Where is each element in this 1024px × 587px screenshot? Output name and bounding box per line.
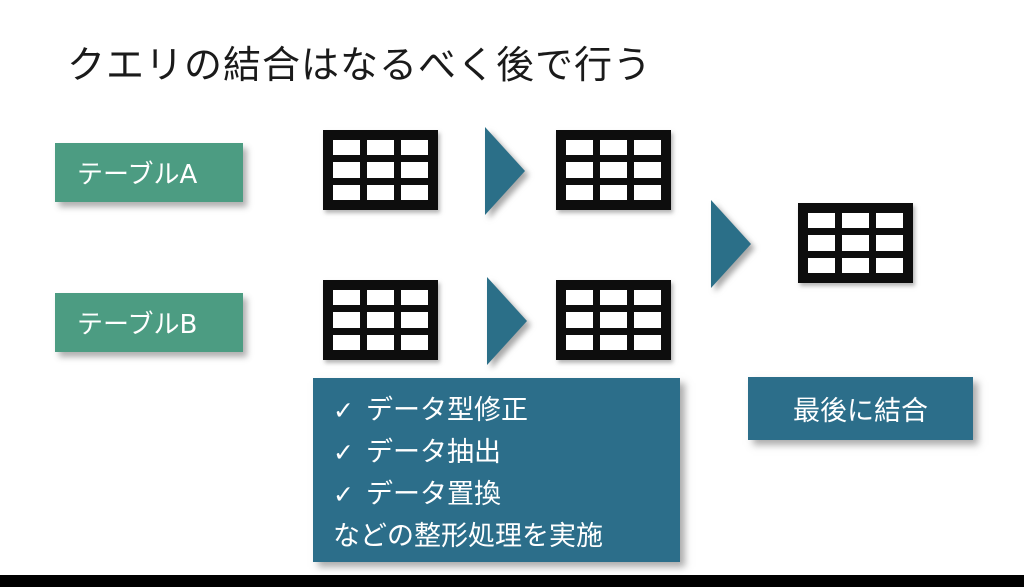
- table-cell: [808, 213, 835, 229]
- table-cell: [333, 334, 360, 350]
- table-cell: [401, 184, 428, 200]
- checklist-item-text: データ置換: [365, 479, 501, 510]
- table-cell: [367, 334, 394, 350]
- table-cell: [333, 184, 360, 200]
- checklist-footer: などの整形処理を実施: [333, 521, 603, 552]
- table-cell: [367, 184, 394, 200]
- table-cell: [876, 257, 903, 273]
- table-cell: [634, 140, 661, 156]
- table-a-label: テーブルA: [55, 143, 243, 202]
- table-cell: [401, 140, 428, 156]
- table-b-transform-arrow-icon: [487, 277, 527, 365]
- table-cell: [808, 257, 835, 273]
- table-cell: [808, 235, 835, 251]
- table-a-source-icon: [323, 130, 438, 210]
- table-cell: [842, 235, 869, 251]
- table-cell: [367, 140, 394, 156]
- merge-note-box: 最後に結合: [748, 377, 973, 440]
- table-cell: [634, 334, 661, 350]
- table-cell: [367, 290, 394, 306]
- page-title: クエリの結合はなるべく後で行う: [67, 43, 653, 87]
- table-cell: [600, 334, 627, 350]
- table-cell: [401, 312, 428, 328]
- table-cell: [600, 140, 627, 156]
- table-b-label-text: テーブルB: [77, 310, 198, 340]
- table-cell: [634, 312, 661, 328]
- table-cell: [634, 290, 661, 306]
- table-cell: [634, 162, 661, 178]
- table-cell: [333, 312, 360, 328]
- table-cell: [600, 290, 627, 306]
- table-cell: [367, 162, 394, 178]
- table-cell: [842, 257, 869, 273]
- table-cell: [600, 184, 627, 200]
- checkmark-icon: ✓: [333, 438, 354, 467]
- bottom-bar: [0, 575, 1024, 587]
- table-cell: [333, 290, 360, 306]
- table-b-transformed-icon: [556, 280, 671, 360]
- table-cell: [566, 334, 593, 350]
- table-cell: [600, 162, 627, 178]
- table-b-source-icon: [323, 280, 438, 360]
- checklist-item: ✓ データ型修正: [333, 390, 670, 432]
- table-cell: [634, 184, 661, 200]
- merge-note-text: 最後に結合: [793, 396, 928, 427]
- checklist-item: ✓ データ置換: [333, 474, 670, 516]
- table-cell: [566, 290, 593, 306]
- table-cell: [566, 140, 593, 156]
- table-cell: [333, 162, 360, 178]
- checklist-item-text: データ抽出: [365, 437, 501, 468]
- table-cell: [566, 162, 593, 178]
- table-a-label-text: テーブルA: [77, 160, 198, 190]
- table-a-transform-arrow-icon: [485, 127, 525, 215]
- table-cell: [367, 312, 394, 328]
- table-cell: [566, 184, 593, 200]
- table-cell: [842, 213, 869, 229]
- checklist-item-text: データ型修正: [365, 395, 528, 426]
- table-cell: [401, 334, 428, 350]
- table-cell: [566, 312, 593, 328]
- table-b-label: テーブルB: [55, 293, 243, 352]
- table-cell: [876, 213, 903, 229]
- table-cell: [401, 290, 428, 306]
- checklist-item: ✓ データ抽出: [333, 432, 670, 474]
- transform-checklist-box: ✓ データ型修正 ✓ データ抽出 ✓ データ置換 などの整形処理を実施: [313, 378, 680, 562]
- merged-table-icon: [798, 203, 913, 283]
- checkmark-icon: ✓: [333, 396, 354, 425]
- table-cell: [401, 162, 428, 178]
- checkmark-icon: ✓: [333, 480, 354, 509]
- merge-arrow-icon: [711, 200, 751, 288]
- table-cell: [876, 235, 903, 251]
- table-a-transformed-icon: [556, 130, 671, 210]
- table-cell: [600, 312, 627, 328]
- table-cell: [333, 140, 360, 156]
